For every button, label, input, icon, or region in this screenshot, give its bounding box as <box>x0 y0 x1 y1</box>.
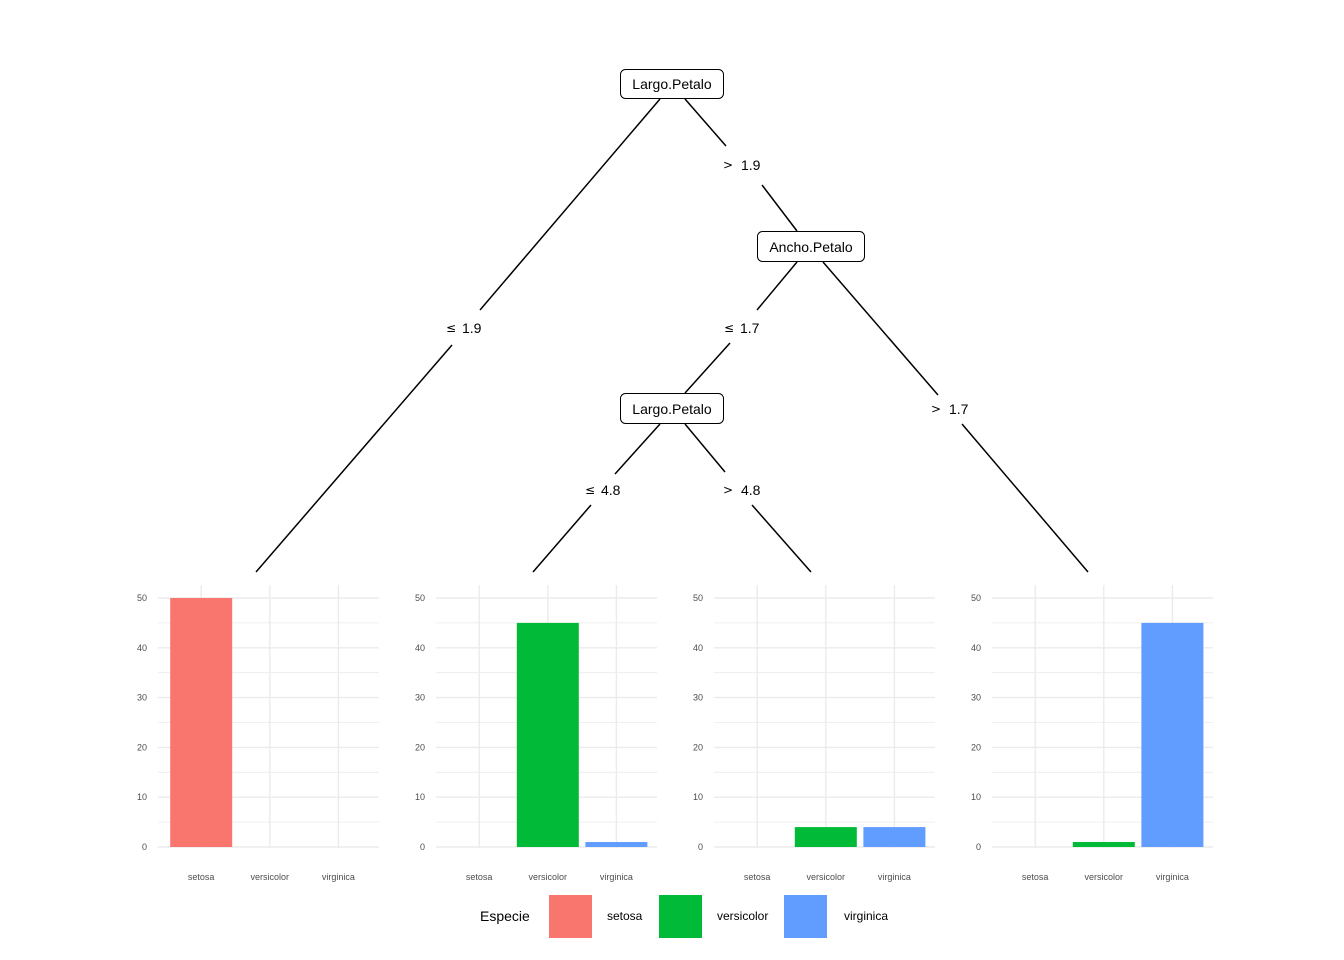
edge-line <box>255 344 453 573</box>
y-tick-label: 40 <box>137 643 147 653</box>
y-tick-label: 0 <box>142 842 147 852</box>
tree-node-root: Largo.Petalo <box>620 69 724 99</box>
bar-chart-panel: 0 10 20 30 40 50 setosa versicolor virginica <box>693 585 935 882</box>
y-tick-label: 10 <box>693 792 703 802</box>
x-tick-label: virginica <box>322 872 355 882</box>
legend: Especie setosa versicolor virginica <box>480 895 888 938</box>
y-tick-label: 30 <box>137 693 147 703</box>
bar-virginica <box>585 842 648 847</box>
legend-item-versicolor: versicolor <box>659 895 768 938</box>
edge-labels: ≤ 1.9 > 1.9 ≤ 1.7 > 1.7 ≤ 4.8 > 4.8 <box>446 157 969 498</box>
edge-line <box>684 342 731 394</box>
bar-versicolor <box>1072 842 1135 847</box>
bar-versicolor <box>516 622 579 847</box>
edge-line <box>479 98 661 311</box>
node-label: Ancho.Petalo <box>769 239 852 255</box>
edge-line <box>761 184 798 232</box>
edge-value: 1.7 <box>949 401 969 417</box>
y-tick-label: 50 <box>693 593 703 603</box>
edge-line <box>751 504 812 573</box>
x-tick-label: versicolor <box>807 872 846 882</box>
tree-nodes: Largo.Petalo Ancho.Petalo Largo.Petalo <box>620 69 865 424</box>
y-tick-label: 20 <box>971 742 981 752</box>
edge-label-largo2-right: > 4.8 <box>723 482 761 498</box>
legend-swatch-setosa <box>549 895 592 938</box>
bar-setosa <box>170 598 233 847</box>
legend-label: versicolor <box>717 909 768 923</box>
tree-node-ancho: Ancho.Petalo <box>757 231 865 262</box>
legend-item-virginica: virginica <box>784 895 888 938</box>
x-tick-label: virginica <box>1156 872 1189 882</box>
edge-op: > <box>723 158 733 172</box>
edge-line <box>684 98 727 147</box>
y-tick-label: 20 <box>137 742 147 752</box>
edge-line <box>961 423 1089 573</box>
node-label: Largo.Petalo <box>632 401 712 417</box>
x-tick-label: versicolor <box>251 872 290 882</box>
y-tick-label: 30 <box>693 693 703 703</box>
y-tick-label: 40 <box>971 643 981 653</box>
edge-value: 4.8 <box>601 482 621 498</box>
tree-node-largo2: Largo.Petalo <box>620 393 724 424</box>
legend-item-setosa: setosa <box>549 895 643 938</box>
legend-swatch-virginica <box>784 895 827 938</box>
edge-line <box>822 261 939 396</box>
legend-label: setosa <box>607 909 643 923</box>
y-tick-label: 20 <box>693 742 703 752</box>
x-tick-label: setosa <box>466 872 493 882</box>
edge-line <box>756 261 798 311</box>
edge-value: 1.9 <box>462 320 482 336</box>
y-tick-label: 20 <box>415 742 425 752</box>
x-tick-label: virginica <box>600 872 633 882</box>
edge-label-ancho-right: > 1.7 <box>931 401 969 417</box>
y-tick-label: 0 <box>698 842 703 852</box>
edge-label-root-left: ≤ 1.9 <box>446 320 482 336</box>
x-tick-label: setosa <box>188 872 215 882</box>
edge-op: > <box>723 483 733 497</box>
edge-op: ≤ <box>585 483 595 497</box>
edge-op: > <box>931 402 941 416</box>
bar-chart-panel: 0 10 20 30 40 50 setosa versicolor virginica <box>971 585 1213 882</box>
y-tick-label: 0 <box>420 842 425 852</box>
y-tick-label: 40 <box>693 643 703 653</box>
y-tick-label: 10 <box>415 792 425 802</box>
bar-versicolor <box>794 827 857 847</box>
bar-virginica <box>863 827 926 847</box>
x-tick-label: versicolor <box>529 872 568 882</box>
y-tick-label: 50 <box>971 593 981 603</box>
edge-line <box>614 423 661 475</box>
y-tick-label: 10 <box>137 792 147 802</box>
y-tick-label: 50 <box>137 593 147 603</box>
legend-title: Especie <box>480 908 530 924</box>
node-label: Largo.Petalo <box>632 76 712 92</box>
y-tick-label: 30 <box>415 693 425 703</box>
edge-label-largo2-left: ≤ 4.8 <box>585 482 621 498</box>
y-tick-label: 10 <box>971 792 981 802</box>
terminal-bar-charts: 0 10 20 30 40 50 setosa versicolor virginica 0 10 2… <box>137 585 1213 882</box>
x-tick-label: setosa <box>1022 872 1049 882</box>
edge-line <box>532 504 592 573</box>
tree-edges <box>255 98 1089 573</box>
bar-virginica <box>1141 622 1204 847</box>
y-tick-label: 50 <box>415 593 425 603</box>
edge-line <box>684 423 726 473</box>
x-tick-label: virginica <box>878 872 911 882</box>
edge-op: ≤ <box>446 321 456 335</box>
edge-value: 1.9 <box>741 157 761 173</box>
y-tick-label: 0 <box>976 842 981 852</box>
edge-value: 1.7 <box>740 320 760 336</box>
bar-chart-panel: 0 10 20 30 40 50 setosa versicolor virginica <box>415 585 657 882</box>
x-tick-label: versicolor <box>1085 872 1124 882</box>
legend-swatch-versicolor <box>659 895 702 938</box>
y-tick-label: 40 <box>415 643 425 653</box>
edge-value: 4.8 <box>741 482 761 498</box>
y-tick-label: 30 <box>971 693 981 703</box>
legend-label: virginica <box>844 909 888 923</box>
edge-label-ancho-left: ≤ 1.7 <box>724 320 760 336</box>
edge-label-root-right: > 1.9 <box>723 157 761 173</box>
x-tick-label: setosa <box>744 872 771 882</box>
bar-chart-panel: 0 10 20 30 40 50 setosa versicolor virginica <box>137 585 379 882</box>
edge-op: ≤ <box>724 321 734 335</box>
